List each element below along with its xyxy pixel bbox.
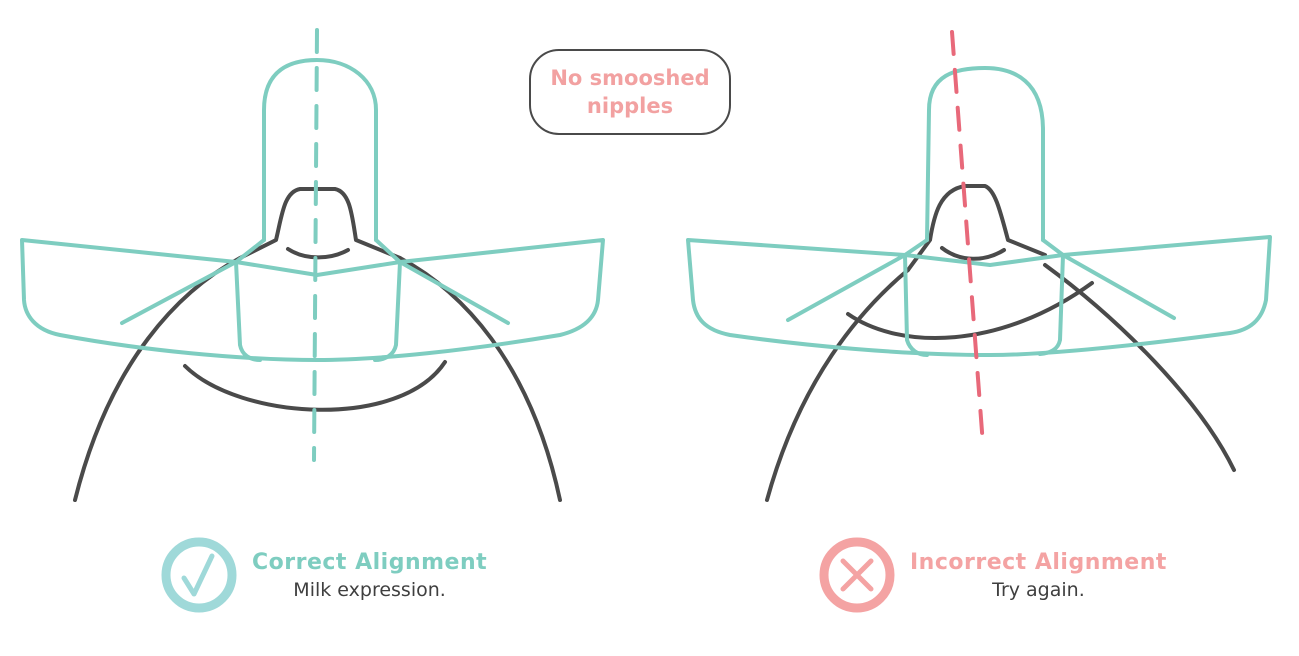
- correct-alignment-legend: Correct Alignment Milk expression.: [160, 536, 487, 614]
- checkmark-icon: [161, 537, 237, 613]
- misalignment-axis: [950, 30, 985, 447]
- incorrect-alignment-legend: Incorrect Alignment Try again.: [818, 536, 1167, 614]
- incorrect-alignment-subtitle: Try again.: [992, 578, 1085, 601]
- flange-outline: [20, 58, 605, 362]
- callout-line-2: nipples: [586, 94, 674, 118]
- correct-alignment-title: Correct Alignment: [252, 549, 488, 575]
- alignment-axis: [312, 28, 319, 462]
- breast-outline: [765, 184, 1236, 502]
- callout-line-1: No smooshed: [550, 66, 710, 90]
- correct-alignment-illustration: [20, 28, 605, 502]
- no-smooshed-nipples-callout: No smooshed nipples: [529, 49, 731, 135]
- incorrect-alignment-illustration: [686, 30, 1272, 502]
- correct-alignment-subtitle: Milk expression.: [293, 578, 446, 601]
- incorrect-alignment-title: Incorrect Alignment: [910, 549, 1167, 575]
- x-mark-icon: [819, 537, 895, 613]
- flange-outline: [686, 66, 1272, 357]
